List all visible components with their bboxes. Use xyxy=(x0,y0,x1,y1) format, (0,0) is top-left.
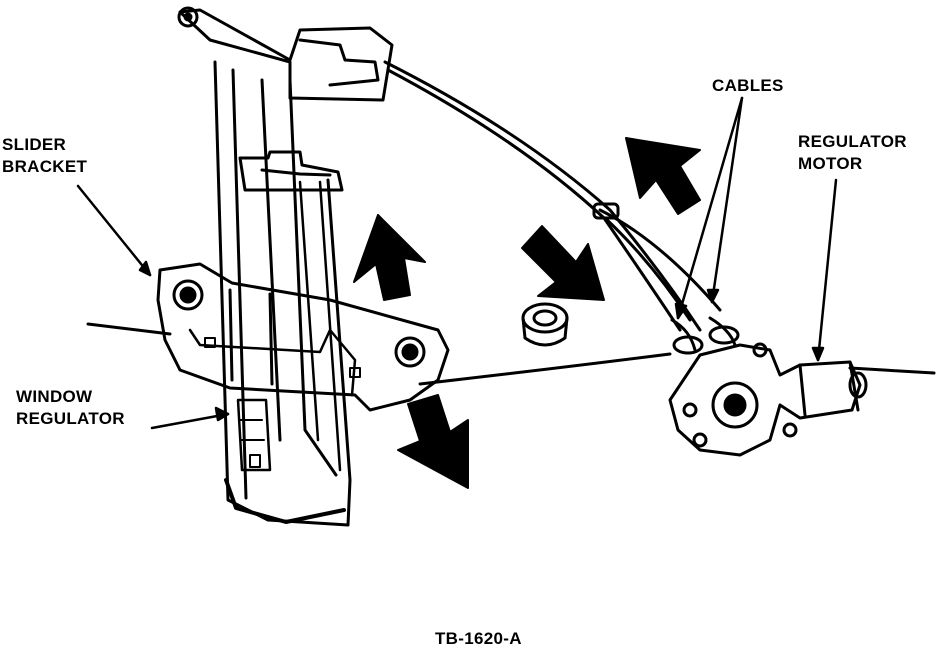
up-arrow-left xyxy=(353,214,426,301)
slider-carriage xyxy=(238,150,344,472)
upper-arm xyxy=(177,6,394,102)
regulator-motor xyxy=(668,316,868,457)
regulator-motor-label: REGULATOR MOTOR xyxy=(798,131,907,175)
cables-label: CABLES xyxy=(712,76,784,95)
slider-bracket-label-line2: BRACKET xyxy=(2,157,88,176)
down-arrow-left xyxy=(397,394,469,489)
window-regulator-label: WINDOW REGULATOR xyxy=(16,386,125,430)
regulator-motor-label-line2: MOTOR xyxy=(798,154,863,173)
window-regulator-label-line1: WINDOW xyxy=(16,387,93,406)
slider-bracket-label: SLIDER BRACKET xyxy=(2,134,87,178)
slider-bracket-plate xyxy=(156,262,450,412)
movement-arrows xyxy=(353,137,701,489)
leader-lines xyxy=(76,96,838,430)
door-edge-line xyxy=(86,322,936,386)
regulator-motor-label-line1: REGULATOR xyxy=(798,132,907,151)
regulator-rail xyxy=(213,60,352,527)
window-regulator-label-line2: REGULATOR xyxy=(16,409,125,428)
slider-bracket-label-line1: SLIDER xyxy=(2,135,67,154)
down-arrow-right xyxy=(521,225,605,301)
cable-grommet xyxy=(521,302,569,347)
up-arrow-right xyxy=(625,137,701,215)
figure-code: TB-1620-A xyxy=(435,629,522,648)
